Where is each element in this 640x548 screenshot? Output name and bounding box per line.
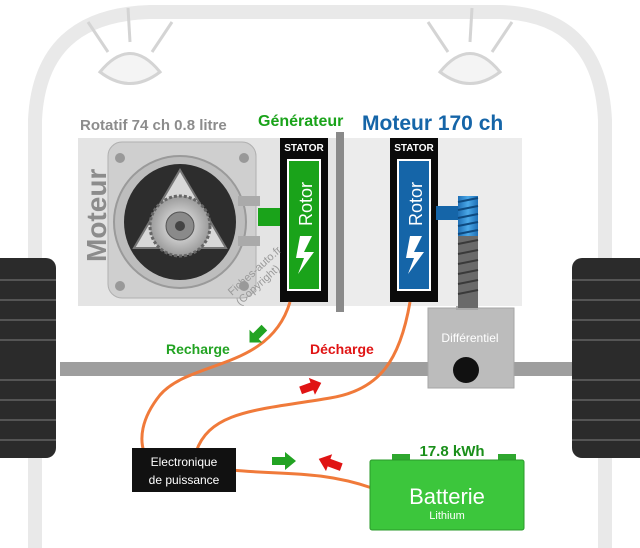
decharge-arrow-icon <box>299 377 322 395</box>
decharge-label: Décharge <box>310 341 374 357</box>
headlight-left-icon <box>86 7 174 85</box>
generator-rotor-label: Rotor <box>296 182 316 226</box>
wheel-left <box>0 258 56 458</box>
worm-gear-icon <box>457 196 479 308</box>
headlight-right-icon <box>426 7 514 85</box>
engine-side-label: Moteur <box>81 169 112 262</box>
differential-label: Différentiel <box>441 331 498 345</box>
motor-title: Moteur 170 ch <box>362 112 503 135</box>
motor-rotor-label: Rotor <box>406 182 426 226</box>
electronics-to-battery-arrow-icon <box>318 454 343 472</box>
motor-unit <box>390 138 438 302</box>
car-body-outline <box>28 5 612 548</box>
battery-label: Batterie <box>409 484 485 509</box>
lightning-icon <box>296 236 314 274</box>
engine-shaft <box>258 208 284 226</box>
motor-stator-label: STATOR <box>394 143 434 154</box>
generator-title: Générateur <box>258 113 343 130</box>
engine-spec-title: Rotatif 74 ch 0.8 litre <box>80 117 227 134</box>
generator-unit <box>280 138 328 302</box>
battery-capacity: 17.8 kWh <box>419 443 484 460</box>
battery-type-label: Lithium <box>429 510 464 522</box>
generator-stator-label: STATOR <box>284 143 324 154</box>
recharge-cable <box>140 301 292 453</box>
rotary-engine-icon <box>107 141 260 299</box>
power-electronics-label-line2: de puissance <box>149 473 220 487</box>
battery-to-electronics-arrow-icon <box>272 452 296 470</box>
wheel-right <box>572 258 640 458</box>
battery-cable <box>231 468 373 490</box>
decharge-cable <box>194 301 412 453</box>
recharge-arrow-icon <box>249 324 268 343</box>
generator-rotor <box>287 159 321 291</box>
differential-hub <box>453 357 479 383</box>
battery-icon <box>369 454 525 531</box>
power-electronics-box <box>132 448 236 492</box>
power-electronics-label-line1: Electronique <box>151 455 218 469</box>
motor-rotor <box>397 159 431 291</box>
housing-separator <box>336 132 344 312</box>
lightning-icon <box>406 236 424 274</box>
recharge-label: Recharge <box>166 341 230 357</box>
